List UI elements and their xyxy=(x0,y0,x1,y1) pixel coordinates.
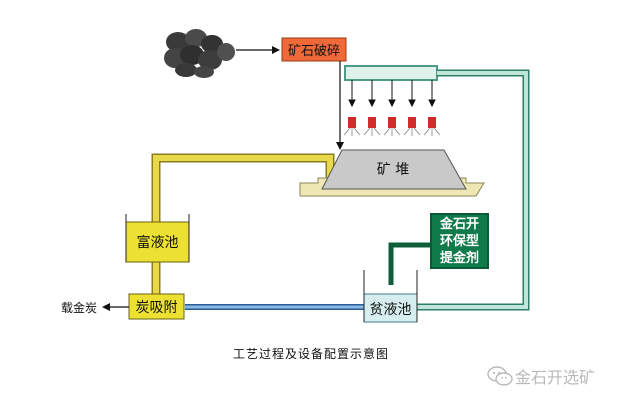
reagent-line-3: 提金剂 xyxy=(439,250,479,266)
adsorption-box xyxy=(128,293,185,320)
ore-to-crusher-arrow xyxy=(236,46,280,54)
sprinkler-sprays xyxy=(343,127,441,136)
sprinkler-manifold xyxy=(344,65,438,81)
crusher-box xyxy=(281,37,347,62)
barren-pool-tank xyxy=(363,270,418,323)
wechat-icon xyxy=(487,366,513,386)
pregnant-pool-tank xyxy=(125,214,190,263)
reagent-box: 金石开 环保型 提金剂 xyxy=(430,213,489,269)
crusher-label: 矿石破碎 xyxy=(287,44,340,59)
reagent-line-1: 金石开 xyxy=(439,216,479,232)
ore-heap xyxy=(321,149,467,190)
adsorption-label: 炭吸附 xyxy=(135,299,178,316)
sprinkler-heads xyxy=(348,117,436,128)
ore-pile-icon xyxy=(164,29,235,78)
barren-pool-label: 贫液池 xyxy=(369,301,412,318)
output-arrow xyxy=(102,303,129,311)
sprinkler-array xyxy=(348,80,436,108)
reagent-line-2: 环保型 xyxy=(439,233,479,249)
heap-label: 矿 堆 xyxy=(376,162,410,178)
reagent-feed-pipe xyxy=(388,242,430,285)
pregnant-pool-label: 富液池 xyxy=(136,235,179,251)
diagram-caption: 工艺过程及设备配置示意图 xyxy=(232,346,389,361)
watermark-text: 金石开选矿 xyxy=(515,368,596,387)
crusher-to-heap-arrow xyxy=(336,61,344,150)
output-label: 载金炭 xyxy=(60,300,97,315)
